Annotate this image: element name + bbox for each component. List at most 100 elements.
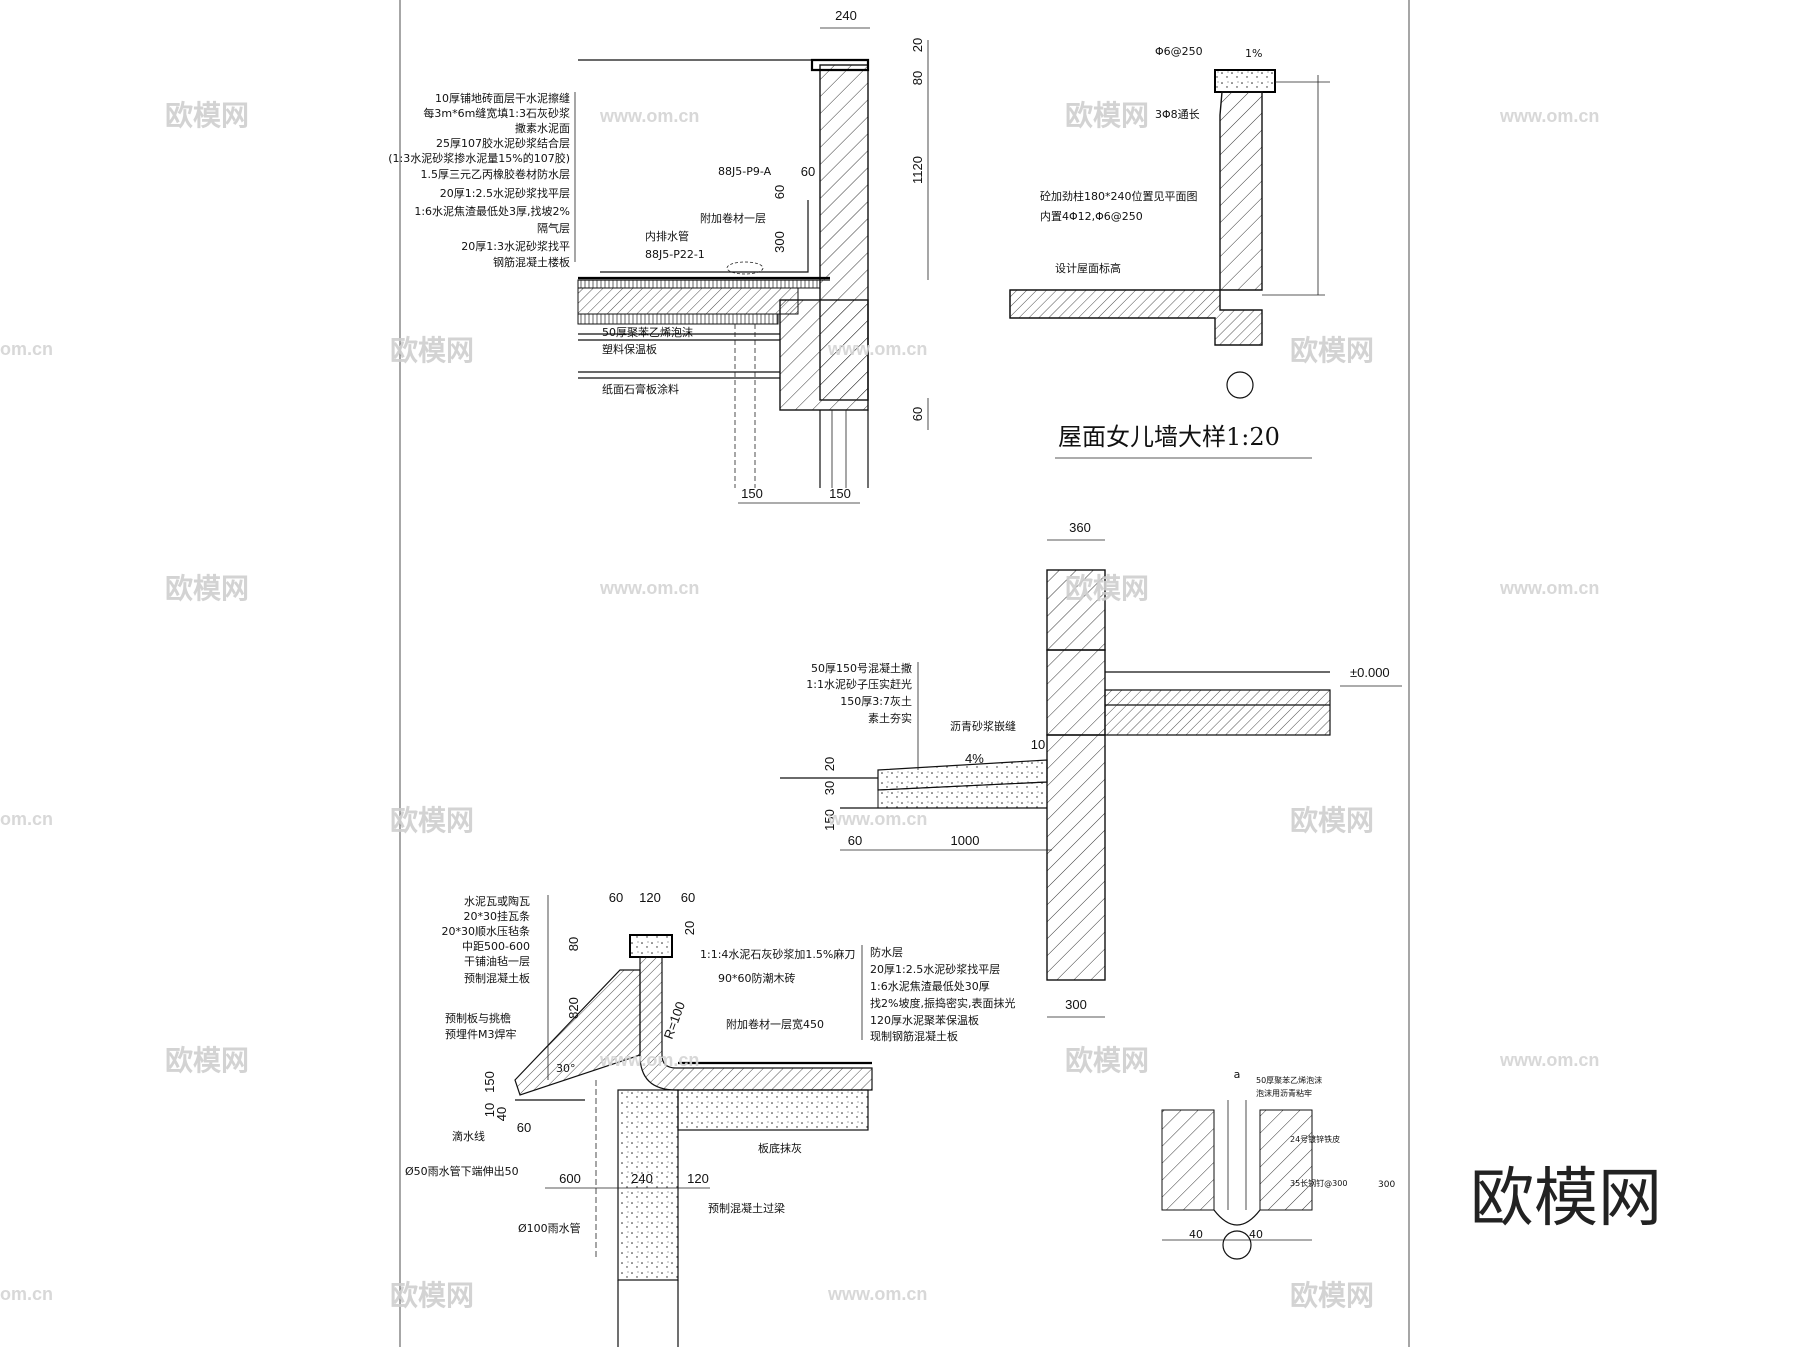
dimension-label: 820 [566,997,581,1019]
detail-title: 屋面女儿墙大样1:20 [1058,423,1280,451]
dimension-label: 60 [681,890,695,905]
dimension-label: 60 [801,164,815,179]
detail-ground-apron [780,569,1331,981]
watermark-text: 欧模网 [1290,804,1374,837]
dimension-label: 60 [848,833,862,848]
detail-a-labels: 10厚铺地砖面层干水泥擦缝 每3m*6m缝宽填1:3石灰砂浆 撒素水泥面 25厚… [388,8,929,504]
dimension-label: 300 [1378,1180,1395,1190]
dimension-label: 60 [517,1120,531,1135]
layer-label: (1:3水泥砂浆掺水泥量15%的107胶) [388,151,570,165]
layer-label: 每3m*6m缝宽填1:3石灰砂浆 [423,106,570,120]
watermark-text: 欧模网 [1065,572,1149,605]
detail-d-labels: 水泥瓦或陶瓦 20*30挂瓦条 20*30顺水压毡条 中距500-600 干铺油… [405,890,1015,1235]
dimension-label: 10 [482,1103,497,1117]
watermark-url: www.om.cn [1499,1050,1599,1070]
note-label: 预制板与挑檐 [445,1011,511,1025]
watermark-url: www.om.cn [1499,578,1599,598]
note-label: 50厚聚苯乙烯泡沫 [602,325,693,339]
detail-eave-section [514,934,873,1347]
watermark-text: 欧模网 [165,572,249,605]
layer-label: 1:1水泥砂子压实赶光 [806,677,912,691]
note-label: 纸面石膏板涂料 [602,382,679,396]
layer-label: 防水层 [870,945,903,959]
dimension-label: 1000 [951,833,980,848]
note-label: 沥青砂浆嵌缝 [950,719,1016,733]
slope-label: 4% [965,751,984,766]
note-label: 设计屋面标高 [1055,261,1121,275]
detail-expansion-joint [1161,1100,1313,1260]
layer-label: 20厚1:3水泥砂浆找平 [461,239,570,253]
note-label: 泡沫用沥青粘牢 [1256,1088,1312,1098]
detail-parapet-wall [1009,69,1330,399]
reference-label: 88J5-P9-A [718,165,772,178]
layer-label: 120厚水泥聚苯保温板 [870,1013,979,1027]
layer-label: 50厚150号混凝土撒 [811,661,912,675]
dimension-label: 80 [566,937,581,951]
dimension-label: 150 [822,809,837,831]
detail-e-labels: a 50厚聚苯乙烯泡沫 泡沫用沥青粘牢 24号镀锌铁皮 35长钢钉@300 30… [1189,1068,1395,1241]
layer-label: 中距500-600 [462,940,530,953]
dimension-label: a [1234,1068,1241,1081]
detail-b-labels: Φ6@250 1% 3Φ8通长 砼加劲柱180*240位置见平面图 内置4Φ12… [1040,45,1312,459]
dimension-label: 1120 [910,156,925,184]
watermark-text: 欧模网 [390,334,474,367]
detail-c-labels: 360 50厚150号混凝土撒 1:1水泥砂子压实赶光 150厚3:7灰土 素土… [806,520,1402,1018]
layer-label: 10厚铺地砖面层干水泥擦缝 [435,91,570,105]
watermark-text: 欧模网 [165,99,249,132]
note-label: 预埋件M3焊牢 [445,1027,517,1041]
layer-label: 150厚3:7灰土 [840,694,912,708]
layer-label: 预制混凝土板 [464,971,530,985]
dimension-label: 120 [687,1171,709,1186]
dimension-label: 120 [639,890,661,905]
dimension-label: 60 [609,890,623,905]
layer-label: 20厚1:2.5水泥砂浆找平层 [440,186,570,200]
dimension-label: 20 [822,757,837,771]
note-label: 附加卷材一层 [700,211,766,225]
reference-label: 88J5-P22-1 [645,248,705,261]
dimension-label: 300 [772,231,787,253]
layer-label: 隔气层 [537,221,570,235]
watermark-text: 欧模网 [390,1279,474,1312]
note-label: 90*60防潮木砖 [718,971,796,985]
watermarks: 欧模网 www.om.cn 欧模网 www.om.cn om.cn 欧模网 ww… [0,99,1599,1312]
dimension-label: 30 [822,781,837,795]
watermark-url: om.cn [0,1284,53,1304]
angle-label: 30° [556,1062,576,1075]
dimension-label: 80 [910,71,925,85]
watermark-text: 欧模网 [165,1044,249,1077]
layer-label: 20*30挂瓦条 [464,909,531,923]
rebar-label: 3Φ8通长 [1155,108,1200,121]
layer-label: 1:6水泥焦渣最低处30厚 [870,979,990,993]
layer-label: 现制钢筋混凝土板 [870,1029,958,1043]
dimension-label: 20 [910,38,925,52]
layer-label: 干铺油毡一层 [464,954,530,968]
dimension-label: 150 [482,1071,497,1093]
watermark-text: 欧模网 [390,804,474,837]
dimension-label: 60 [772,185,787,199]
layer-label: 25厚107胶水泥砂浆结合层 [436,136,570,150]
watermark-url: www.om.cn [827,339,927,359]
dimension-label: 40 [1249,1228,1263,1241]
note-label: 内排水管 [645,229,689,243]
watermark-text: 欧模网 [1065,99,1149,132]
dimension-label: 360 [1069,520,1091,535]
level-label: ±0.000 [1350,665,1390,680]
note-label: 1:1:4水泥石灰砂浆加1.5%麻刀 [700,947,855,961]
layer-label: 1:6水泥焦渣最低处3厚,找坡2% [414,204,570,218]
note-label: 35长钢钉@300 [1290,1178,1347,1188]
note-label: 50厚聚苯乙烯泡沫 [1256,1075,1322,1085]
layer-label: 素土夯实 [868,711,912,725]
slope-label: 1% [1245,47,1262,60]
watermark-url: www.om.cn [827,1284,927,1304]
watermark-text: 欧模网 [1065,1044,1149,1077]
note-label: Ø50雨水管下端伸出50 [405,1164,519,1178]
dimension-label: 300 [1065,997,1087,1012]
dimension-label: 240 [835,8,857,23]
dimension-label: 150 [829,486,851,501]
dimension-label: 60 [910,407,925,421]
layer-label: 找2%坡度,振捣密实,表面抹光 [870,996,1015,1010]
dimension-label: 240 [631,1171,653,1186]
layer-label: 钢筋混凝土楼板 [493,255,570,269]
layer-label: 撒素水泥面 [515,121,570,135]
